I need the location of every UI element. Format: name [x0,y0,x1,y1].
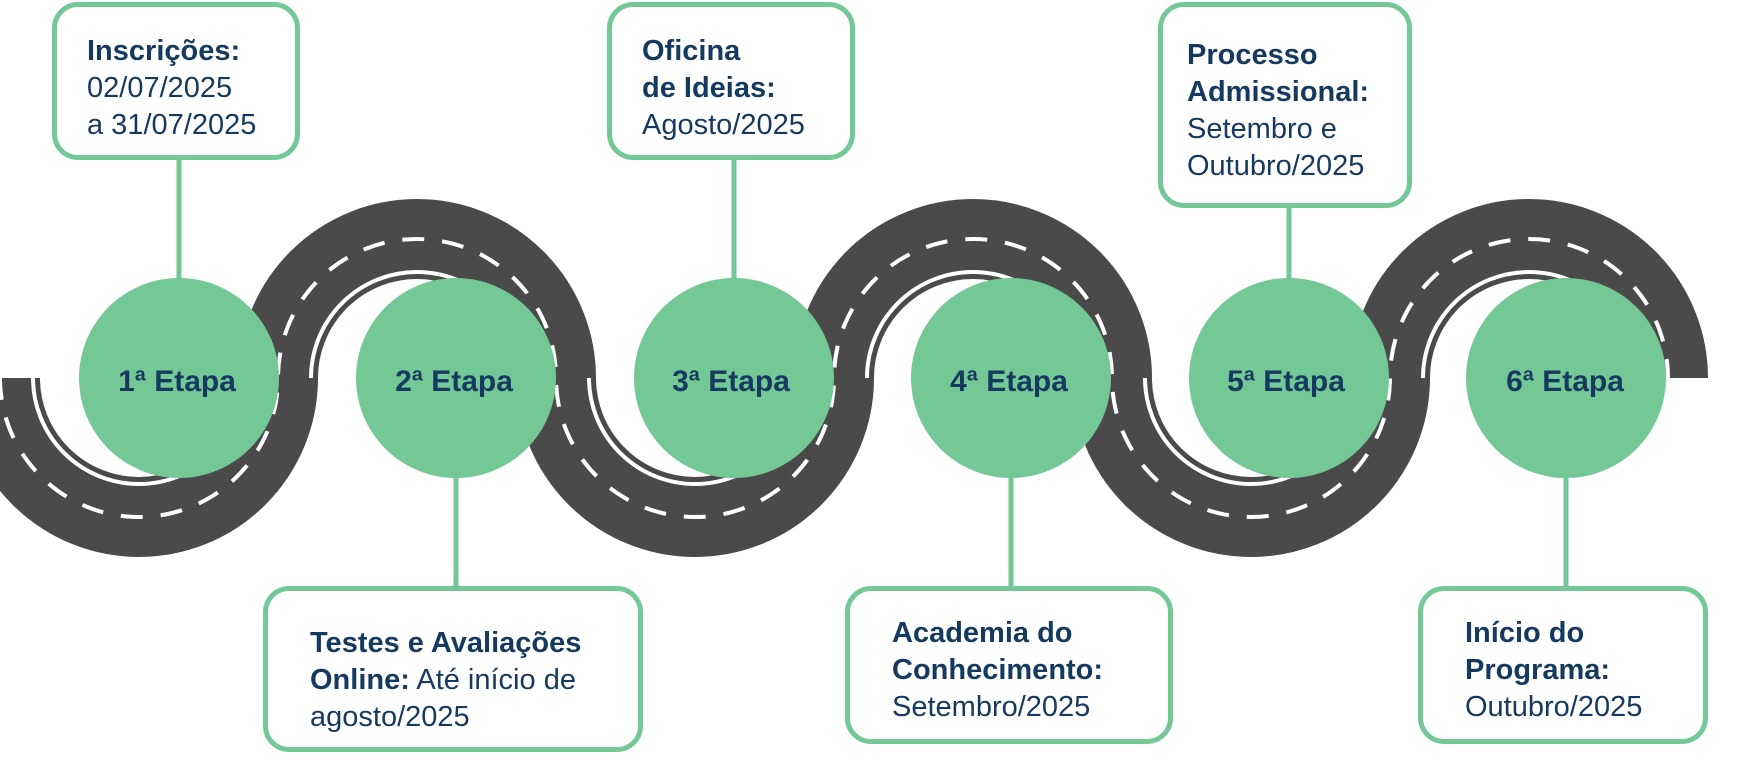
stage-2-line-0: Testes e Avaliações [310,627,582,659]
stage-4-line-1: Conhecimento: [892,654,1104,686]
stage-6-circle [1466,278,1666,478]
stage-3-line-1: de Ideias: [642,72,776,104]
stage-5-line-0: Processo [1187,39,1318,71]
stage-1-line-2: a 31/07/2025 [87,109,257,141]
stage-4-label: 4ª Etapa [950,365,1068,398]
stage-6-line-2: Outubro/2025 [1465,691,1643,723]
stage-5-circle [1189,278,1389,478]
stage-2-line-2: agosto/2025 [310,701,470,733]
stage-1-line-0: Inscrições: [87,35,241,67]
stage-2-box: Testes e Avaliações Online: Até início d… [263,586,643,752]
stage-2-circle [356,278,556,478]
stage-5-box: Processo Admissional: Setembro e Outubro… [1158,2,1412,208]
stage-5-label: 5ª Etapa [1227,365,1345,398]
stage-2-line-1: Online: Até início de [310,664,576,696]
stage-3-line-0: Oficina [642,35,741,67]
stage-4-circle [911,278,1111,478]
stage-3-label: 3ª Etapa [672,365,790,398]
stage-4-line-0: Academia do [892,617,1073,649]
stage-5-line-2: Setembro e [1187,113,1337,145]
stage-6-label: 6ª Etapa [1506,365,1624,398]
stage-2-label: 2ª Etapa [395,365,513,398]
stage-1-label: 1ª Etapa [118,365,236,398]
stage-1-circle [79,278,279,478]
stage-6-box: Início do Programa: Outubro/2025 [1418,586,1708,744]
stage-6-line-1: Programa: [1465,654,1611,686]
stage-4-box: Academia do Conhecimento: Setembro/2025 [845,586,1173,744]
stage-6-line-0: Início do [1465,617,1585,649]
stage-1-box: Inscrições: 02/07/2025 a 31/07/2025 [52,2,300,160]
stage-3-box: Oficina de Ideias: Agosto/2025 [607,2,855,160]
stage-3-circle [634,278,834,478]
stage-1-line-1: 02/07/2025 [87,72,233,104]
stage-5-line-3: Outubro/2025 [1187,150,1365,182]
stage-3-line-2: Agosto/2025 [642,109,805,141]
stage-4-line-2: Setembro/2025 [892,691,1091,723]
stage-5-line-1: Admissional: [1187,76,1370,108]
